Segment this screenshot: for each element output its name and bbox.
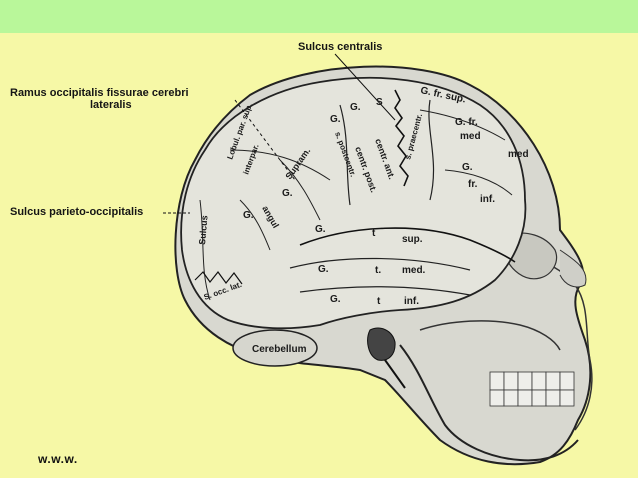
label-sulcus-centralis: Sulcus centralis	[298, 41, 383, 53]
label-g-t-med-s: med.	[402, 265, 426, 276]
label-g-supram: G.	[282, 188, 293, 199]
label-med: med	[460, 131, 481, 142]
inferior-frontal-sulcus	[444, 169, 513, 196]
occipital-lateral-sulcus	[194, 271, 243, 285]
label-g-fr-med: G. fr.	[455, 117, 478, 128]
central-sulcus-line	[394, 89, 409, 187]
label-sulcus-parieto: Sulcus parieto-occipitalis	[10, 206, 144, 218]
intraparietal-sulcus	[229, 149, 331, 181]
label-ramus-line1: Ramus occipitalis fissurae cerebri	[10, 87, 189, 99]
label-ramus-line2: lateralis	[90, 99, 132, 111]
label-g-fr-inf-1: G.	[462, 162, 473, 173]
label-s-small: S	[376, 97, 383, 108]
label-g-angul: G.	[243, 210, 254, 221]
top-banner	[0, 0, 638, 33]
precentral-sulcus-line	[428, 99, 435, 201]
label-g-t-sup-s: sup.	[402, 234, 423, 245]
label-cerebellum: Cerebellum	[252, 344, 307, 355]
nasal-bone	[559, 249, 587, 288]
zygomatic-arch	[419, 320, 561, 351]
styloid-process	[384, 359, 406, 389]
label-g-fr-inf-2: fr.	[468, 179, 478, 190]
teeth	[489, 371, 575, 407]
supramarginal-contour	[279, 159, 321, 221]
label-med-right: med	[508, 149, 529, 160]
label-g-t-inf-s: inf.	[404, 296, 419, 307]
label-g-t-sup-g: G.	[315, 224, 326, 235]
label-g-t-inf-t: t	[377, 296, 381, 307]
label-g-t-med-t: t.	[375, 265, 381, 276]
occipital-sulcus	[199, 199, 211, 301]
superior-temporal-sulcus	[289, 257, 471, 271]
leader-sulcus-centralis	[334, 53, 396, 121]
postcentral-sulcus-line	[339, 104, 351, 206]
superior-frontal-sulcus	[419, 109, 506, 141]
cerebrum-outline	[180, 76, 527, 330]
caption-www: w.w.w.	[38, 452, 78, 466]
label-g-t-inf-g: G.	[330, 294, 341, 305]
label-g-small-1: G.	[350, 102, 361, 113]
inferior-temporal-sulcus	[299, 286, 471, 296]
label-g-t-med-g: G.	[318, 264, 329, 275]
label-g-small-2: G.	[330, 114, 341, 125]
label-g-fr-inf-3: inf.	[480, 194, 495, 205]
lateral-fissure-line	[299, 227, 516, 263]
mandible	[399, 344, 579, 462]
cerebellum-shape	[232, 329, 318, 367]
ear-canal	[367, 327, 396, 361]
angular-contour	[239, 199, 271, 251]
leader-ramus	[234, 99, 296, 181]
label-sulcus-occ: Sulcus	[197, 215, 210, 245]
label-g-t-sup-t: t	[372, 228, 376, 239]
